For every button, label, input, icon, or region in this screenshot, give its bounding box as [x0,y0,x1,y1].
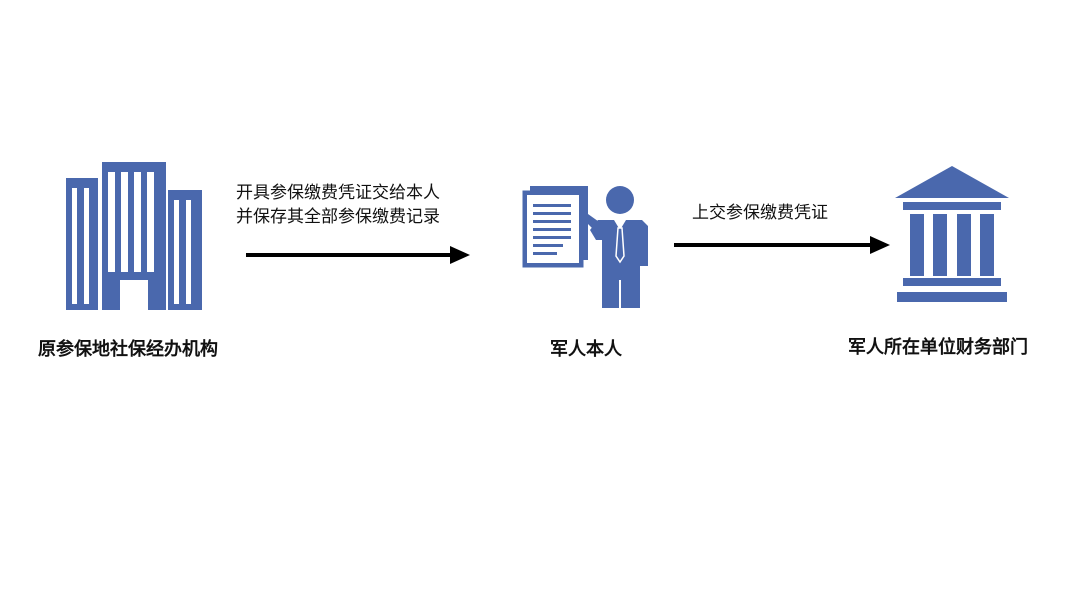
edge-2-line-1: 上交参保缴费凭证 [692,203,828,223]
node-3-label: 军人所在单位财务部门 [848,337,1028,358]
edge-1-line-2: 并保存其全部参保缴费记录 [236,207,440,227]
edge-2-text: 上交参保缴费凭证 [692,201,828,225]
node-2-label: 军人本人 [550,339,622,360]
edge-1-text: 开具参保缴费凭证交给本人 并保存其全部参保缴费记录 [236,181,440,229]
arrow-right-icon [246,244,472,266]
person-with-document-icon [516,180,656,310]
node-1-label: 原参保地社保经办机构 [38,339,218,360]
arrow-right-icon [674,234,892,256]
office-building-icon [58,160,208,312]
bank-institution-icon [893,166,1011,306]
edge-1-line-1: 开具参保缴费凭证交给本人 [236,183,440,203]
